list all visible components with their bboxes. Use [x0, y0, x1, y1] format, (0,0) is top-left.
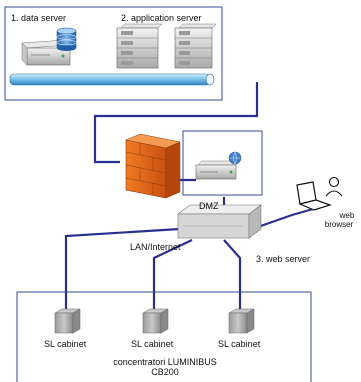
connection-lines	[64, 82, 321, 311]
link-switch-to-cabinet-2	[152, 239, 193, 310]
network-switch-icon	[177, 204, 262, 239]
cabinet-2-label: SL cabinet	[131, 339, 174, 349]
firewall-icon	[125, 133, 181, 199]
application-server-label: 2. application server	[121, 13, 202, 23]
dmz-frame	[182, 130, 263, 196]
link-switch-to-cabinet-1	[64, 227, 181, 311]
web-server-label: 3. web server	[256, 254, 311, 264]
network-bus-pipe-icon	[9, 73, 215, 86]
server-with-database-icon	[21, 27, 77, 66]
laptop-icon	[296, 181, 332, 211]
web-server-icon	[195, 151, 242, 180]
rack-server-icon	[116, 23, 163, 69]
concentrators-label-line1: concentratori LUMINIBUS	[113, 357, 217, 367]
dmz-label: DMZ	[199, 201, 219, 211]
cabinet-icon	[54, 308, 81, 334]
concentrators-frame	[16, 291, 312, 382]
database-icon	[56, 27, 77, 51]
link-switch-to-browser	[254, 205, 321, 230]
link-bus-to-firewall	[93, 82, 259, 164]
cabinet-icon	[228, 308, 255, 334]
lan-internet-label: LAN/Internet	[130, 242, 181, 252]
server-group-frame	[4, 6, 223, 101]
link-switch-to-cabinet-3	[223, 239, 242, 311]
globe-icon	[228, 151, 242, 165]
web-browser-label-line2: browser	[324, 220, 354, 229]
web-browser-label-line1: web	[339, 211, 355, 220]
cabinet-3-label: SL cabinet	[218, 339, 261, 349]
rack-server-icon	[174, 23, 217, 69]
data-server-label: 1. data server	[11, 13, 67, 23]
cabinet-1-label: SL cabinet	[44, 339, 87, 349]
cabinet-icon	[142, 308, 169, 334]
user-icon	[325, 176, 343, 197]
concentrators-label-line2: CB200	[151, 367, 179, 375]
